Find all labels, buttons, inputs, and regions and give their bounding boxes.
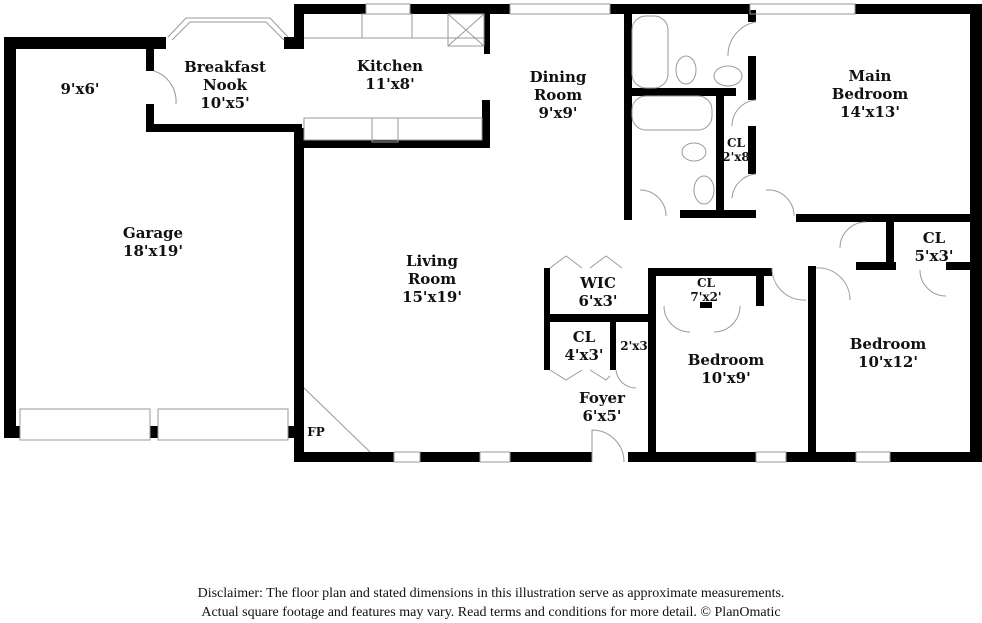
disclaimer-line-1: Disclaimer: The floor plan and stated di…: [197, 586, 785, 601]
disclaimer-line-2: Actual square footage and features may v…: [201, 605, 781, 620]
room-label-fireplace: FP: [307, 425, 325, 439]
walls: [4, 4, 982, 462]
fixtures: [19, 3, 947, 463]
room-label-closet-small: 2'x3: [620, 339, 648, 353]
room-label-garage-ext: 9'x6': [60, 80, 100, 98]
